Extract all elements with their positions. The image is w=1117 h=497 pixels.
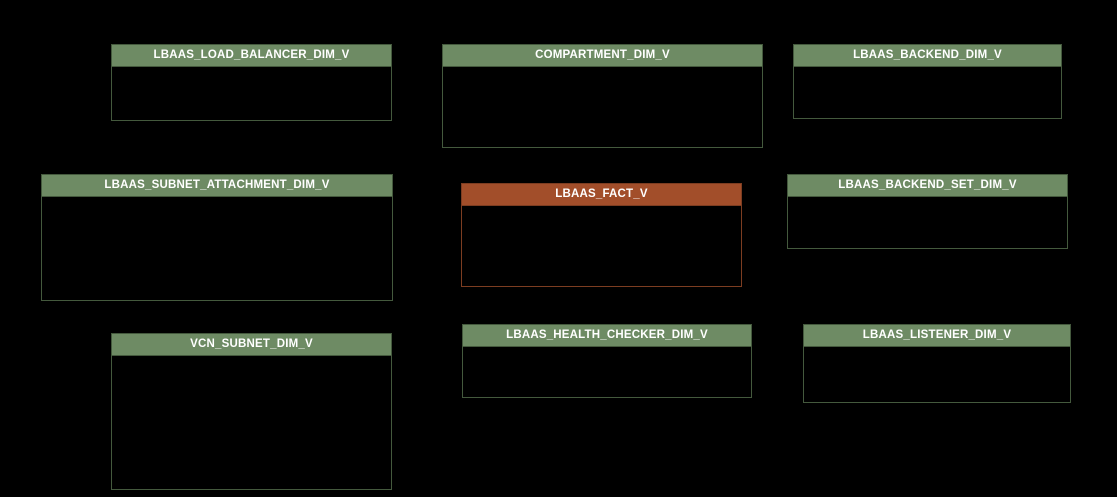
entity-lbaas-health-checker-dim-v[interactable]: LBAAS_HEALTH_CHECKER_DIM_V xyxy=(462,324,752,398)
entity-title-lbaas-listener-dim-v: LBAAS_LISTENER_DIM_V xyxy=(804,325,1070,347)
entity-vcn-subnet-dim-v[interactable]: VCN_SUBNET_DIM_V xyxy=(111,333,392,490)
entity-attributes-lbaas-listener-dim-v xyxy=(804,347,1070,402)
entity-lbaas-listener-dim-v[interactable]: LBAAS_LISTENER_DIM_V xyxy=(803,324,1071,403)
entity-attributes-vcn-subnet-dim-v xyxy=(112,356,391,489)
entity-title-compartment-dim-v: COMPARTMENT_DIM_V xyxy=(443,45,762,67)
entity-lbaas-subnet-attachment-dim-v[interactable]: LBAAS_SUBNET_ATTACHMENT_DIM_V xyxy=(41,174,393,301)
entity-attributes-lbaas-fact-v xyxy=(462,206,741,286)
entity-attributes-lbaas-backend-set-dim-v xyxy=(788,197,1067,248)
entity-title-lbaas-load-balancer-dim-v: LBAAS_LOAD_BALANCER_DIM_V xyxy=(112,45,391,67)
entity-attributes-lbaas-backend-dim-v xyxy=(794,67,1061,118)
entity-attributes-lbaas-health-checker-dim-v xyxy=(463,347,751,397)
entity-lbaas-backend-dim-v[interactable]: LBAAS_BACKEND_DIM_V xyxy=(793,44,1062,119)
entity-lbaas-fact-v[interactable]: LBAAS_FACT_V xyxy=(461,183,742,287)
entity-attributes-compartment-dim-v xyxy=(443,67,762,147)
entity-compartment-dim-v[interactable]: COMPARTMENT_DIM_V xyxy=(442,44,763,148)
entity-lbaas-load-balancer-dim-v[interactable]: LBAAS_LOAD_BALANCER_DIM_V xyxy=(111,44,392,121)
entity-title-lbaas-subnet-attachment-dim-v: LBAAS_SUBNET_ATTACHMENT_DIM_V xyxy=(42,175,392,197)
entity-lbaas-backend-set-dim-v[interactable]: LBAAS_BACKEND_SET_DIM_V xyxy=(787,174,1068,249)
entity-title-vcn-subnet-dim-v: VCN_SUBNET_DIM_V xyxy=(112,334,391,356)
entity-title-lbaas-fact-v: LBAAS_FACT_V xyxy=(462,184,741,206)
entity-attributes-lbaas-load-balancer-dim-v xyxy=(112,67,391,120)
entity-attributes-lbaas-subnet-attachment-dim-v xyxy=(42,197,392,300)
entity-title-lbaas-backend-set-dim-v: LBAAS_BACKEND_SET_DIM_V xyxy=(788,175,1067,197)
entity-title-lbaas-backend-dim-v: LBAAS_BACKEND_DIM_V xyxy=(794,45,1061,67)
entity-title-lbaas-health-checker-dim-v: LBAAS_HEALTH_CHECKER_DIM_V xyxy=(463,325,751,347)
